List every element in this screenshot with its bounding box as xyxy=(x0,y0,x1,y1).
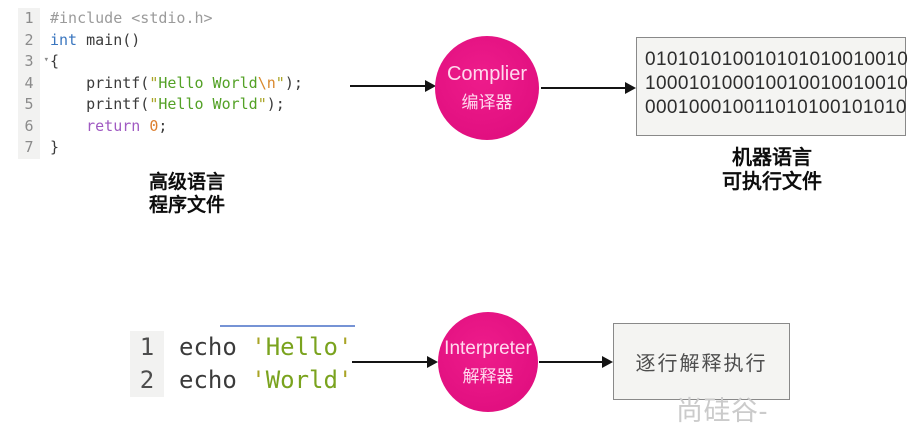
code-token xyxy=(140,117,149,135)
compiler-label-en: Complier xyxy=(446,63,528,85)
arrow-shaft xyxy=(539,361,606,363)
code-token: return xyxy=(86,116,141,135)
arrow-shaft xyxy=(350,85,429,87)
line-number: 1 xyxy=(130,331,164,364)
line-number: 3▾ xyxy=(18,51,49,73)
code-token: echo xyxy=(179,366,252,394)
code-token: main() xyxy=(77,30,141,49)
binary-line: 100010100010010010010010 xyxy=(645,73,909,94)
label-line: 可执行文件 xyxy=(722,171,822,193)
code-line: 4 printf("Hello World\n"); xyxy=(18,72,303,95)
arrow-head-icon xyxy=(625,82,636,94)
code-token: " xyxy=(149,95,159,113)
code-token: ' xyxy=(251,366,266,394)
arrow-compiler-to-binary xyxy=(541,82,636,94)
code-text: return 0; xyxy=(40,116,167,138)
code-line: 3▾{ xyxy=(18,51,303,73)
arrow-head-icon xyxy=(425,80,436,92)
line-number: 2 xyxy=(18,29,40,51)
code-token: Hello World xyxy=(158,73,258,92)
binary-line: 010101010010101010010010 xyxy=(645,49,909,70)
code-token: ' xyxy=(337,333,353,361)
compiler-node: Complier 编译器 xyxy=(435,36,539,140)
code-token: { xyxy=(50,52,60,70)
line-number: 7 xyxy=(18,137,40,159)
label-line: 机器语言 xyxy=(732,147,812,169)
code-token: } xyxy=(50,138,60,156)
code-text: #include <stdio.h> xyxy=(40,8,213,30)
selection-rule xyxy=(220,325,355,327)
machine-code-box: 010101010010101010010010 100010100010010… xyxy=(636,37,909,136)
code-text: printf("Hello World\n"); xyxy=(40,73,303,95)
code-token: ' xyxy=(251,333,266,361)
code-token: #include <stdio.h> xyxy=(50,9,213,27)
code-token: echo xyxy=(179,333,252,361)
arrow-shaft xyxy=(352,361,431,363)
line-number: 6 xyxy=(18,115,40,137)
code-token: ); xyxy=(284,73,303,92)
arrow-code-to-compiler xyxy=(350,80,436,92)
code-token: \n xyxy=(257,73,276,92)
code-line: 5 printf("Hello World"); xyxy=(18,94,303,116)
high-level-language-label: 高级语言 程序文件 xyxy=(110,171,264,217)
label-line: 程序文件 xyxy=(148,195,225,216)
code-text: { xyxy=(40,51,59,73)
code-token: " xyxy=(257,95,267,113)
fold-marker-icon[interactable]: ▾ xyxy=(43,55,49,65)
code-text: int main() xyxy=(40,30,140,52)
interpreter-node: Interpreter 解释器 xyxy=(438,312,538,412)
compiler-label-zh: 编译器 xyxy=(461,93,513,112)
arrow-code-to-interpreter xyxy=(352,356,438,368)
code-token: World xyxy=(265,366,338,394)
code-token: " xyxy=(275,73,285,92)
code-token: ; xyxy=(158,116,168,135)
line-number: 1 xyxy=(18,8,40,30)
code-token: ' xyxy=(337,366,353,394)
arrow-head-icon xyxy=(602,356,613,368)
line-by-line-execution-box: 逐行解释执行 xyxy=(613,323,790,400)
line-number: 4 xyxy=(18,72,40,94)
code-text: printf("Hello World"); xyxy=(40,94,285,116)
binary-line: 000100010011010100101010 xyxy=(645,97,907,118)
arrow-head-icon xyxy=(427,356,438,368)
line-number: 5 xyxy=(18,94,40,116)
code-token: Hello xyxy=(265,333,338,361)
machine-language-label: 机器语言 可执行文件 xyxy=(691,146,853,194)
interpreter-label-zh: 解释器 xyxy=(462,366,514,386)
label-line: 高级语言 xyxy=(148,172,225,193)
code-token: 0 xyxy=(149,116,159,135)
arrow-shaft xyxy=(541,87,629,89)
code-text: } xyxy=(40,137,59,159)
code-token: " xyxy=(149,73,159,92)
code-token: printf( xyxy=(50,95,150,113)
code-token xyxy=(50,117,86,135)
code-text: echo 'World' xyxy=(164,364,352,397)
line-number: 2 xyxy=(130,364,164,397)
code-line: 7} xyxy=(18,137,303,159)
result-box-label: 逐行解释执行 xyxy=(635,353,768,375)
code-line: 1 #include <stdio.h> xyxy=(18,8,303,30)
code-token: ); xyxy=(266,95,285,113)
code-text: echo 'Hello' xyxy=(164,331,352,364)
code-token: int xyxy=(50,30,78,49)
code-token: Hello World xyxy=(158,95,258,113)
code-token: printf( xyxy=(50,73,150,92)
interpreter-label-en: Interpreter xyxy=(444,337,532,359)
watermark: 尚硅谷-atguigu.com xyxy=(676,396,768,424)
arrow-interpreter-to-result xyxy=(539,356,613,368)
code-line: 6 return 0; xyxy=(18,115,303,138)
